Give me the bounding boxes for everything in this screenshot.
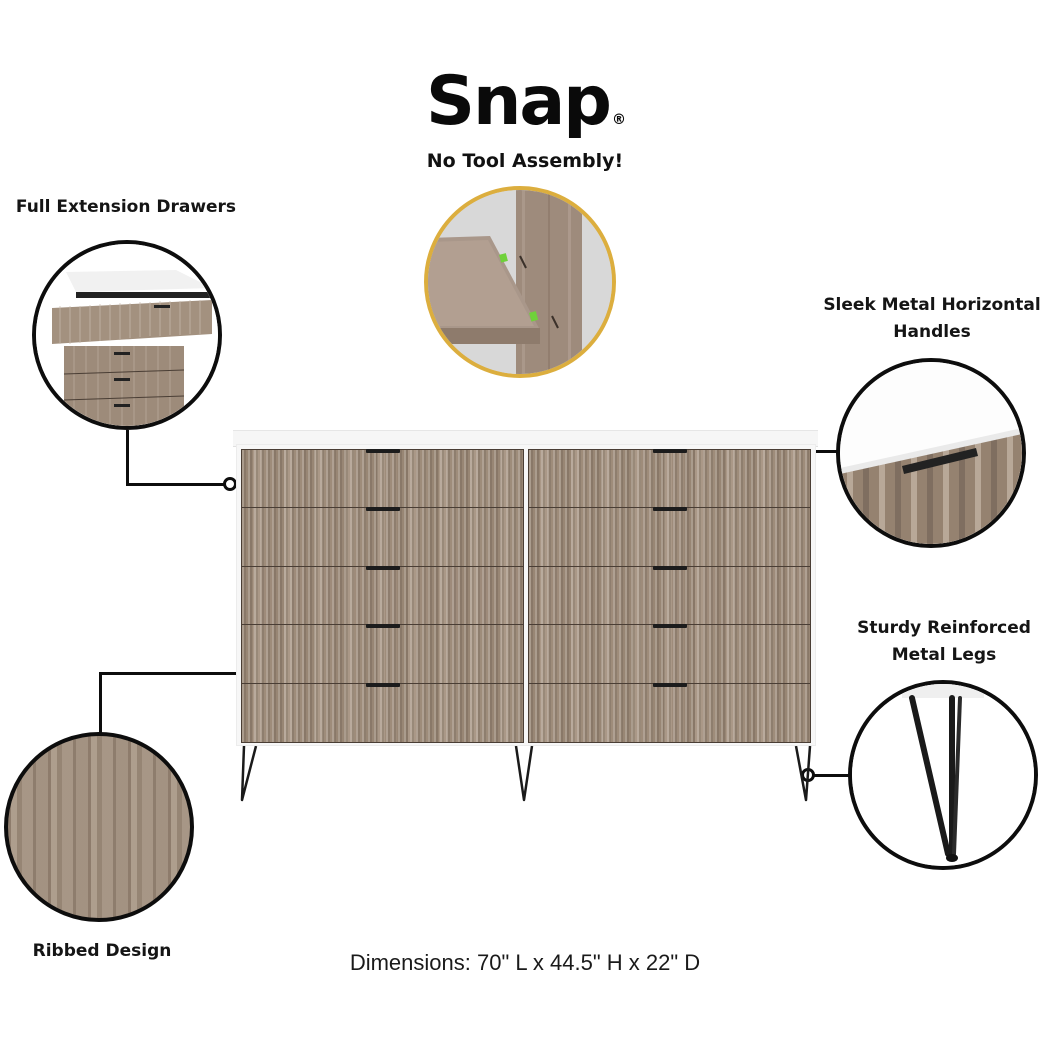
tagline: No Tool Assembly! <box>426 150 624 172</box>
brand-name: Snap <box>426 62 612 141</box>
brand-logo: Snap® <box>0 62 1050 142</box>
drawer <box>528 449 811 508</box>
drawer-handle <box>652 624 687 629</box>
drawer-handle <box>365 683 400 688</box>
open-drawer-illustration <box>36 244 218 426</box>
connector-line-drawers-v <box>126 430 129 486</box>
connector-dot-drawers <box>223 477 237 491</box>
feature-label-handles: Sleek Metal Horizontal Handles <box>812 292 1050 346</box>
feature-label-handles-line1: Sleek Metal Horizontal <box>823 295 1041 315</box>
registered-mark: ® <box>611 112 626 128</box>
full-extension-drawers-image <box>32 240 222 430</box>
feature-label-legs-line2: Metal Legs <box>891 645 997 665</box>
drawer-handle <box>365 506 400 511</box>
dresser-column-left <box>241 449 524 743</box>
drawer <box>528 624 811 685</box>
drawer-handle <box>652 683 687 688</box>
drawer-handle <box>652 565 687 570</box>
feature-label-legs-line1: Sturdy Reinforced <box>857 618 1031 638</box>
connector-line-ribbed-v <box>99 672 102 734</box>
hairpin-leg-right <box>794 746 812 802</box>
dimensions-text: Dimensions: 70" L x 44.5" H x 22" D <box>349 950 701 975</box>
feature-label-handles-line2: Handles <box>893 322 971 342</box>
assembly-detail-image <box>424 186 616 378</box>
drawer <box>528 506 811 567</box>
hairpin-leg-center <box>514 746 534 802</box>
metal-legs-image <box>848 680 1038 870</box>
feature-label-full-extension: Full Extension Drawers <box>15 197 237 217</box>
snap-joint-illustration <box>428 190 612 374</box>
dresser-body <box>236 444 816 746</box>
drawer <box>241 506 524 567</box>
feature-label-ribbed: Ribbed Design <box>32 941 172 961</box>
drawer-handle <box>365 624 400 629</box>
drawer <box>241 624 524 685</box>
drawer <box>528 565 811 626</box>
drawer-handle <box>652 449 687 453</box>
drawer-handle <box>365 565 400 570</box>
handle-closeup-illustration <box>840 362 1022 544</box>
connector-line-legs <box>814 774 850 777</box>
ribbed-design-image <box>4 732 194 922</box>
dresser-column-right <box>528 449 811 743</box>
drawer-handle <box>652 506 687 511</box>
connector-line-drawers-h <box>126 483 226 486</box>
hairpin-leg-illustration <box>852 684 1034 866</box>
drawer <box>241 683 524 743</box>
feature-label-legs: Sturdy Reinforced Metal Legs <box>830 615 1050 669</box>
connector-line-ribbed-h <box>99 672 291 675</box>
dresser-top <box>233 430 818 446</box>
drawer <box>241 565 524 626</box>
hairpin-leg-left <box>240 746 258 802</box>
drawer <box>241 449 524 508</box>
drawer <box>528 683 811 743</box>
metal-handles-image <box>836 358 1026 548</box>
drawer-handle <box>365 449 400 453</box>
